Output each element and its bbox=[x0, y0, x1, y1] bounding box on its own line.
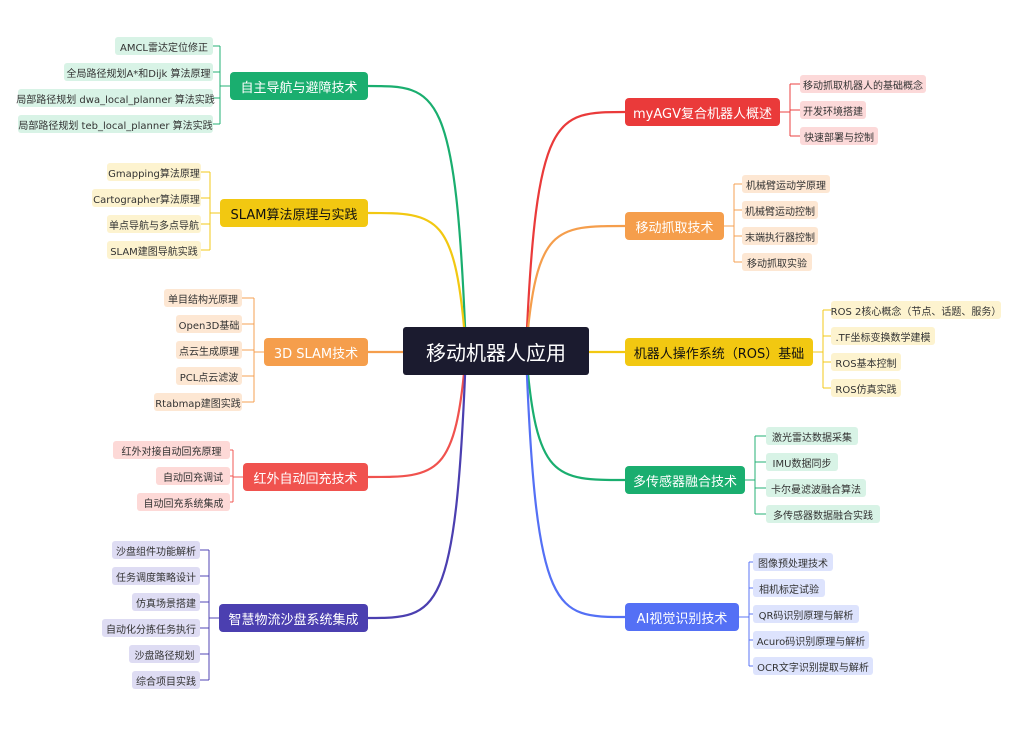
branch-connector bbox=[524, 350, 626, 619]
leaf-topic[interactable]: 沙盘路径规划 bbox=[129, 645, 200, 663]
leaf-topic[interactable]: SLAM建图导航实践 bbox=[107, 241, 201, 259]
leaf-topic[interactable]: 点云生成原理 bbox=[176, 341, 242, 359]
leaf-topic[interactable]: ROS 2核心概念（节点、话题、服务） bbox=[831, 301, 1001, 319]
branch-topic[interactable]: 自主导航与避障技术 bbox=[230, 72, 368, 100]
leaf-topic[interactable]: 沙盘组件功能解析 bbox=[112, 541, 200, 559]
leaf-topic[interactable]: Gmapping算法原理 bbox=[107, 163, 201, 181]
leaf-topic[interactable]: 移动抓取机器人的基础概念 bbox=[800, 75, 926, 93]
leaf-topic[interactable]: Acuro码识别原理与解析 bbox=[753, 631, 869, 649]
leaf-topic[interactable]: QR码识别原理与解析 bbox=[753, 605, 859, 623]
leaf-topic[interactable]: AMCL雷达定位修正 bbox=[115, 37, 213, 55]
leaf-topic[interactable]: 仿真场景搭建 bbox=[132, 593, 200, 611]
branch-topic[interactable]: SLAM算法原理与实践 bbox=[220, 199, 368, 227]
branch-connector bbox=[367, 84, 468, 352]
leaf-topic[interactable]: 机械臂运动控制 bbox=[742, 201, 818, 219]
leaf-topic[interactable]: Open3D基础 bbox=[176, 315, 242, 333]
leaf-topic[interactable]: 末端执行器控制 bbox=[742, 227, 818, 245]
leaf-topic[interactable]: 局部路径规划 dwa_local_planner 算法实践 bbox=[16, 89, 215, 107]
leaf-topic[interactable]: 卡尔曼滤波融合算法 bbox=[766, 479, 866, 497]
branch-topic[interactable]: AI视觉识别技术 bbox=[625, 603, 739, 631]
leaf-topic[interactable]: 单点导航与多点导航 bbox=[107, 215, 201, 233]
leaf-topic[interactable]: 开发环境搭建 bbox=[800, 101, 866, 119]
leaf-topic[interactable]: .TF坐标变换数学建模 bbox=[831, 327, 935, 345]
leaf-topic[interactable]: 相机标定试验 bbox=[753, 579, 825, 597]
leaf-topic[interactable]: Cartographer算法原理 bbox=[92, 189, 201, 207]
leaf-topic[interactable]: 机械臂运动学原理 bbox=[742, 175, 830, 193]
leaf-topic[interactable]: OCR文字识别提取与解析 bbox=[753, 657, 873, 675]
branch-topic[interactable]: 3D SLAM技术 bbox=[264, 338, 368, 366]
leaf-topic[interactable]: ROS仿真实践 bbox=[831, 379, 901, 397]
central-topic[interactable]: 移动机器人应用 bbox=[403, 327, 589, 375]
branch-topic[interactable]: myAGV复合机器人概述 bbox=[625, 98, 780, 126]
leaf-topic[interactable]: 多传感器数据融合实践 bbox=[766, 505, 880, 523]
branch-connector bbox=[524, 224, 626, 352]
branch-topic[interactable]: 红外自动回充技术 bbox=[243, 463, 368, 491]
branch-topic[interactable]: 智慧物流沙盘系统集成 bbox=[219, 604, 368, 632]
leaf-topic[interactable]: 全局路径规划A*和Dijk 算法原理 bbox=[64, 63, 213, 81]
leaf-topic[interactable]: 单目结构光原理 bbox=[164, 289, 242, 307]
branch-connector bbox=[367, 211, 468, 352]
leaf-topic[interactable]: IMU数据同步 bbox=[766, 453, 838, 471]
leaf-topic[interactable]: Rtabmap建图实践 bbox=[154, 393, 242, 411]
leaf-topic[interactable]: ROS基本控制 bbox=[831, 353, 901, 371]
leaf-topic[interactable]: 综合项目实践 bbox=[132, 671, 200, 689]
branch-connector bbox=[367, 350, 468, 479]
leaf-topic[interactable]: 自动化分拣任务执行 bbox=[102, 619, 200, 637]
leaf-topic[interactable]: 快速部署与控制 bbox=[800, 127, 878, 145]
leaf-topic[interactable]: 红外对接自动回充原理 bbox=[113, 441, 230, 459]
leaf-topic[interactable]: 局部路径规划 teb_local_planner 算法实践 bbox=[18, 115, 213, 133]
branch-connector bbox=[524, 110, 626, 352]
leaf-topic[interactable]: 自动回充系统集成 bbox=[137, 493, 230, 511]
leaf-topic[interactable]: 图像预处理技术 bbox=[753, 553, 833, 571]
branch-topic[interactable]: 移动抓取技术 bbox=[625, 212, 724, 240]
branch-connector bbox=[367, 350, 468, 620]
leaf-topic[interactable]: 任务调度策略设计 bbox=[112, 567, 200, 585]
branch-connector bbox=[524, 350, 626, 482]
leaf-topic[interactable]: PCL点云滤波 bbox=[176, 367, 242, 385]
leaf-topic[interactable]: 自动回充调试 bbox=[156, 467, 230, 485]
leaf-topic[interactable]: 移动抓取实验 bbox=[742, 253, 812, 271]
branch-topic[interactable]: 多传感器融合技术 bbox=[625, 466, 745, 494]
branch-topic[interactable]: 机器人操作系统（ROS）基础 bbox=[625, 338, 813, 366]
leaf-topic[interactable]: 激光雷达数据采集 bbox=[766, 427, 858, 445]
